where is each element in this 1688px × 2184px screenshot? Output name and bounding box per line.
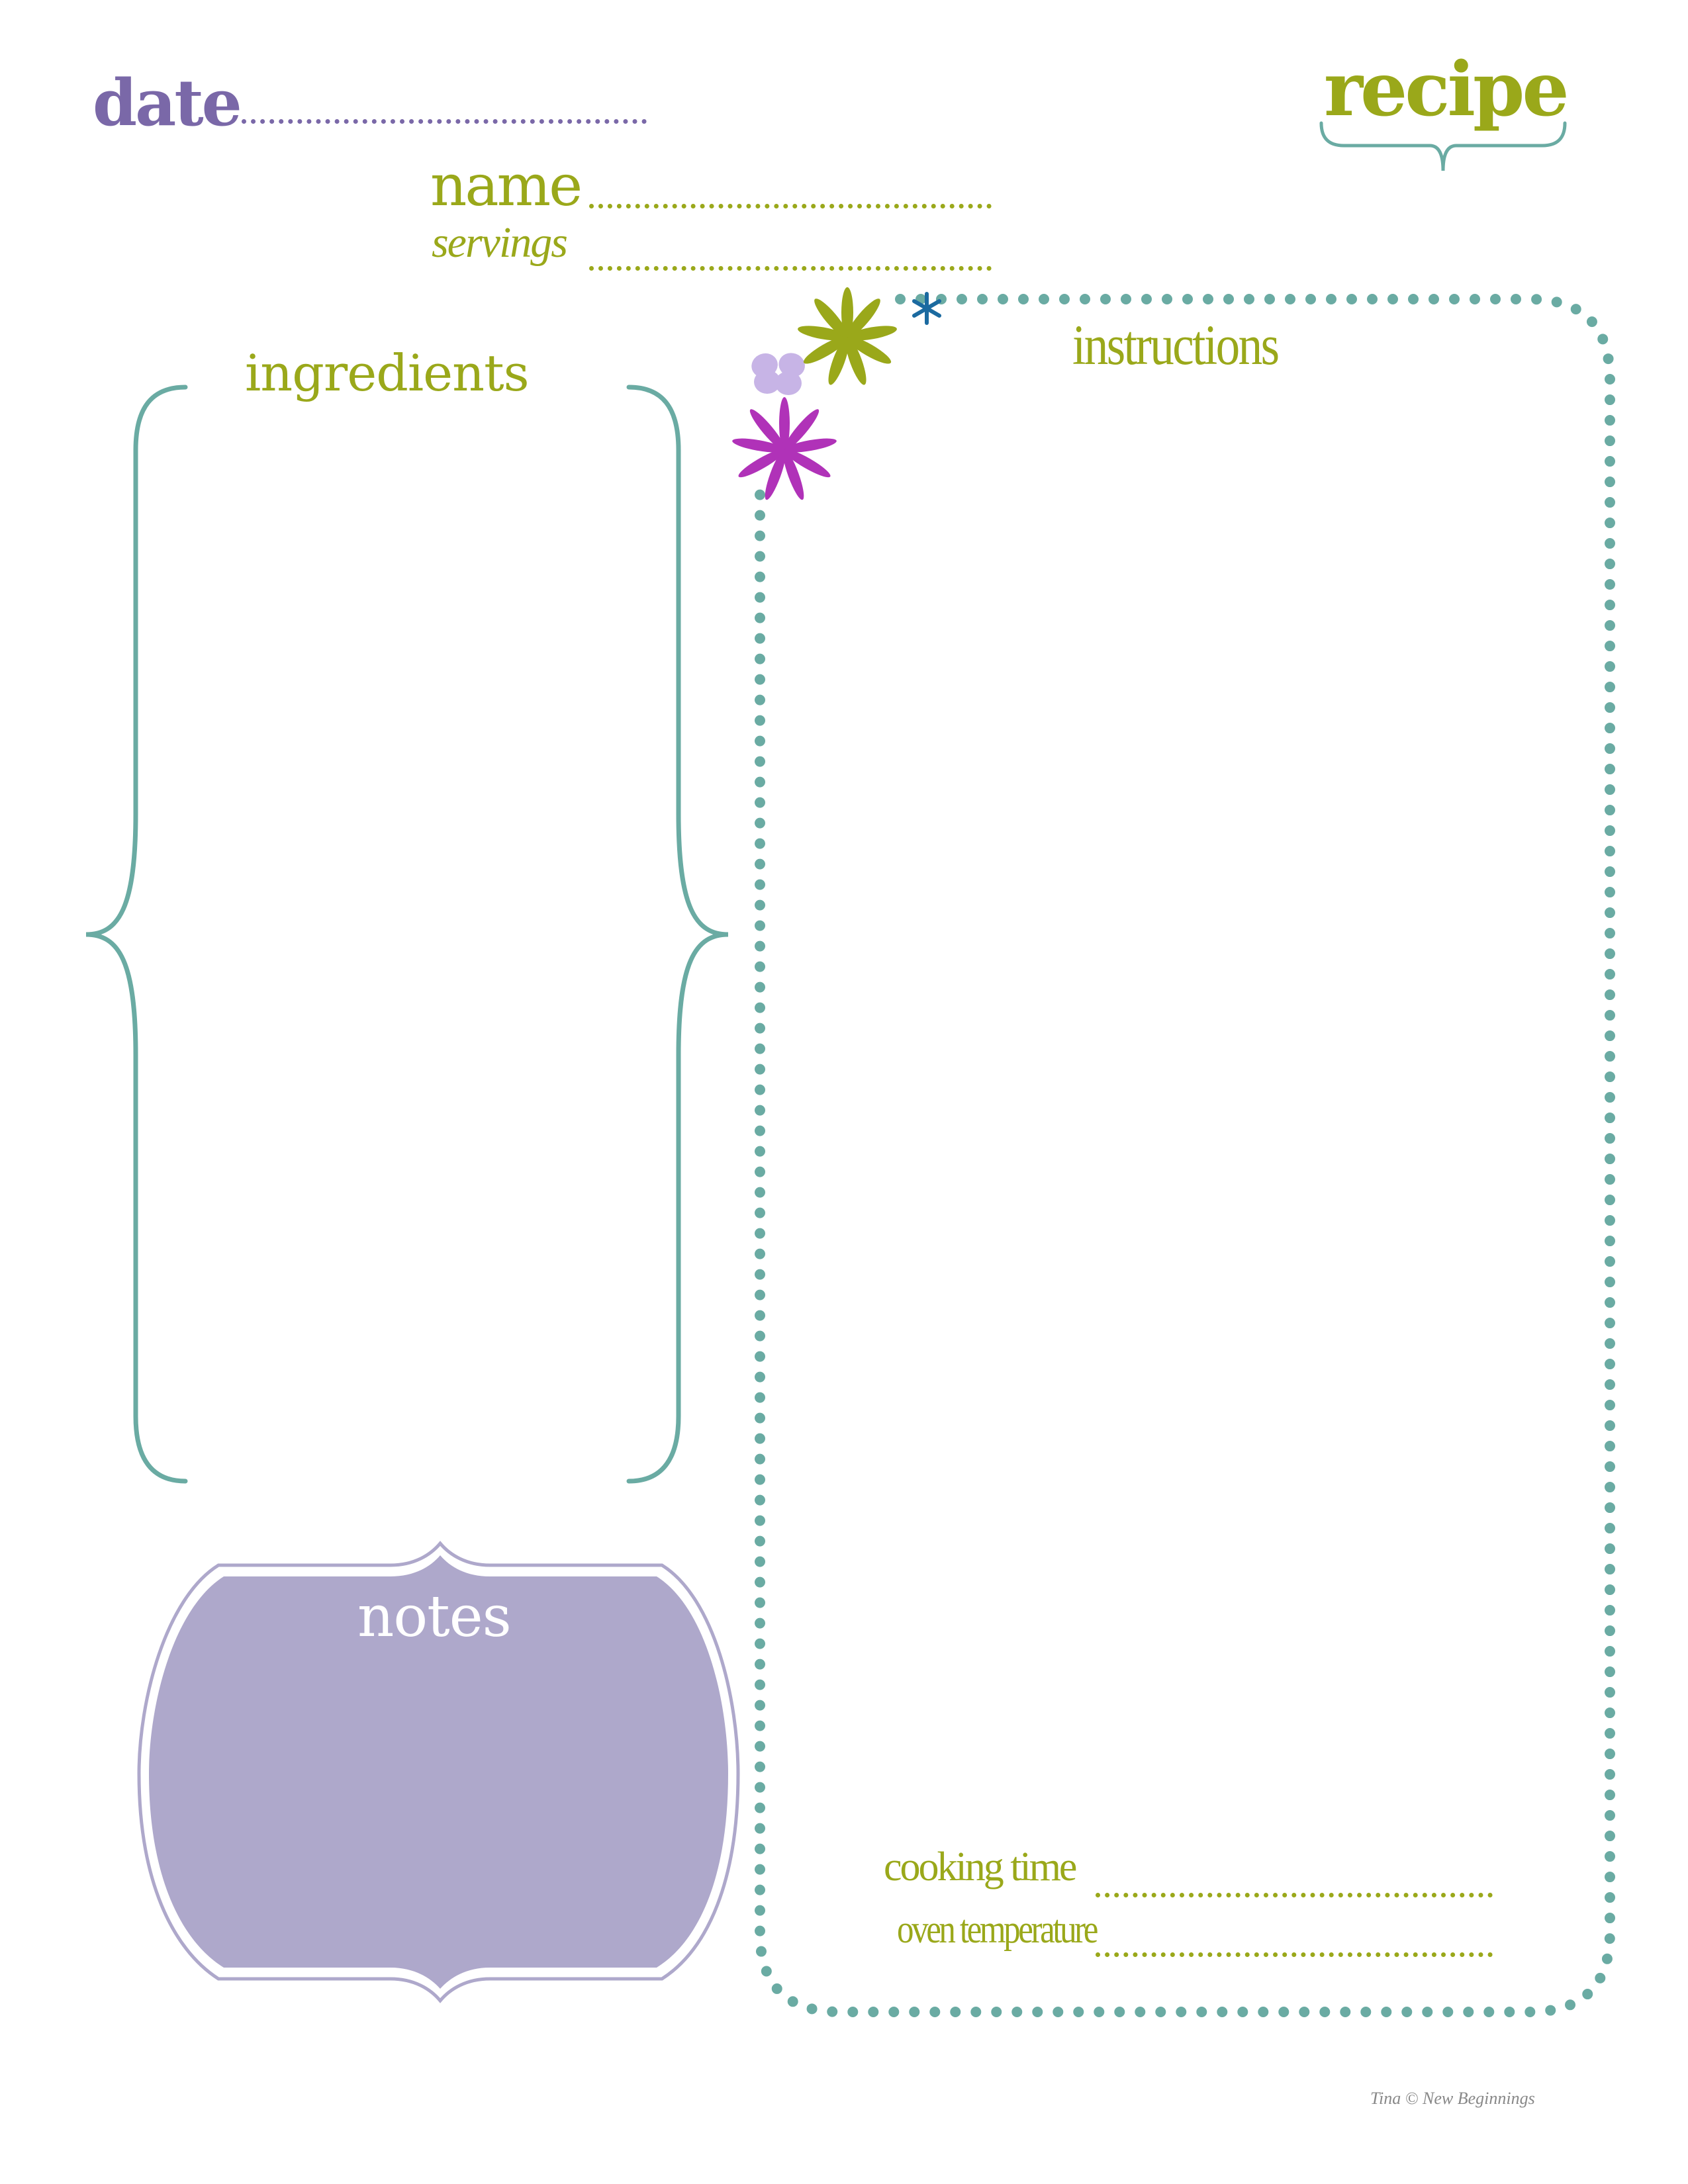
date-line[interactable]	[242, 119, 647, 124]
name-label: name	[430, 153, 583, 219]
oven-temperature-line[interactable]	[1096, 1952, 1493, 1957]
cooking-time-line[interactable]	[1096, 1893, 1493, 1897]
notes-frame	[137, 1541, 740, 2003]
servings-label: servings	[432, 218, 568, 267]
oven-temperature-label: oven temperature	[897, 1907, 1098, 1951]
name-line[interactable]	[589, 204, 992, 208]
date-label: date	[93, 66, 242, 140]
notes-area[interactable]	[172, 1661, 708, 1946]
blue-asterisk-icon	[912, 292, 941, 325]
cooking-time-label: cooking time	[884, 1844, 1077, 1889]
notes-label: notes	[357, 1584, 512, 1650]
instructions-area[interactable]	[781, 410, 1569, 1820]
lime-flower-icon	[798, 287, 897, 385]
magenta-flower-icon	[732, 397, 837, 500]
instructions-box	[755, 294, 1615, 2017]
credit-text: Tina © New Beginnings	[1370, 2089, 1535, 2108]
ingredients-label: ingredients	[245, 343, 530, 402]
servings-line[interactable]	[589, 266, 992, 271]
ingredients-area[interactable]	[159, 437, 662, 1443]
recipe-brace	[1319, 121, 1567, 171]
instructions-label: instructions	[1072, 313, 1280, 377]
lavender-flower-icon	[751, 353, 805, 395]
ingredients-brackets	[85, 385, 729, 1484]
recipe-title: recipe	[1324, 46, 1570, 133]
